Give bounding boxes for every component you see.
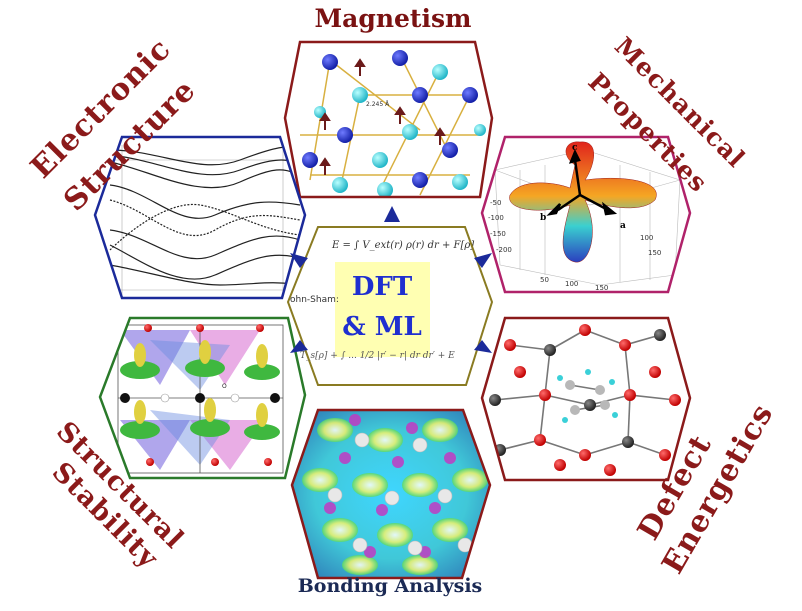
magnetism-lattice-image: 2.245 Å bbox=[300, 50, 486, 197]
kohn-sham-label: ohn-Sham: bbox=[290, 295, 339, 305]
center-highlight-box bbox=[335, 262, 430, 357]
center-title-line1: DFT bbox=[352, 272, 413, 302]
arrow-downleft-icon bbox=[290, 340, 308, 353]
tick-label: 100 bbox=[565, 280, 578, 288]
bonding-analysis-title: Bonding Analysis bbox=[297, 575, 483, 597]
arrow-upleft-icon bbox=[290, 253, 308, 268]
crystal-structure-image: O bbox=[117, 324, 284, 474]
axis-b-label: b bbox=[540, 213, 546, 223]
center-panel: E = ∫ V_ext(r) ρ(r) dr + F[ρ] ohn-Sham: … bbox=[286, 226, 494, 386]
charge-density-map bbox=[302, 414, 488, 575]
bonding-hex-border bbox=[290, 408, 492, 580]
arrow-downright-icon bbox=[474, 340, 492, 353]
elastic-surface-plot: c b a -50 -100 -150 -200 50 100 150 100 … bbox=[488, 141, 682, 292]
arrow-up-icon bbox=[384, 206, 400, 222]
bond-length-label: 2.245 Å bbox=[366, 101, 390, 108]
axis-c-label: c bbox=[572, 143, 578, 153]
structural-stability-panel: O bbox=[98, 316, 307, 480]
magnetism-hex-border bbox=[283, 40, 494, 199]
bonding-analysis-panel bbox=[290, 408, 492, 580]
mechanical-properties-panel: c b a -50 -100 -150 -200 50 100 150 100 … bbox=[480, 135, 692, 294]
tick-label: -150 bbox=[490, 230, 506, 238]
tick-label: 100 bbox=[640, 234, 653, 242]
mechanical-hex-border bbox=[480, 135, 692, 294]
center-title-line2: & ML bbox=[342, 312, 422, 342]
tick-label: 150 bbox=[595, 284, 608, 292]
oxygen-atom-label: O bbox=[222, 383, 227, 390]
axis-a-label: a bbox=[620, 221, 626, 231]
defect-energetics-panel bbox=[480, 316, 692, 482]
defect-structure-image bbox=[489, 324, 681, 476]
tick-label: -50 bbox=[490, 199, 501, 207]
connector-arrows bbox=[290, 206, 492, 353]
center-hex-border bbox=[286, 226, 494, 386]
tick-label: 150 bbox=[648, 249, 661, 257]
tick-label: -200 bbox=[496, 246, 512, 254]
electronic-hex-border bbox=[93, 135, 307, 300]
magnetism-panel: 2.245 Å bbox=[283, 40, 494, 199]
defect-hex-border bbox=[480, 316, 692, 482]
kohn-sham-formula: T_s[ρ] + ∫ ... 1/2 |r′ − r| dr dr′ + E bbox=[300, 351, 455, 361]
electronic-structure-panel bbox=[93, 135, 307, 300]
arrow-upright-icon bbox=[474, 253, 492, 268]
structural-hex-border bbox=[98, 316, 307, 480]
dft-equation: E = ∫ V_ext(r) ρ(r) dr + F[ρ] bbox=[331, 240, 474, 251]
tick-label: -100 bbox=[488, 214, 504, 222]
magnetism-title: Magnetism bbox=[314, 4, 472, 33]
tick-label: 50 bbox=[540, 276, 549, 284]
